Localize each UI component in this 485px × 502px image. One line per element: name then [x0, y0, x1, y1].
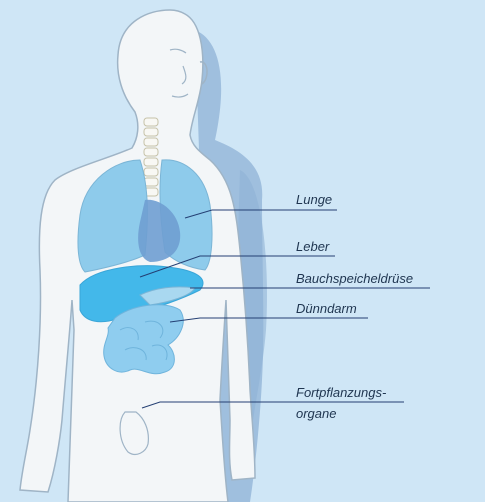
- label-duenndarm: Dünndarm: [296, 300, 357, 317]
- label-fortpflanzung-line1: Fortpflanzungs-: [296, 384, 386, 401]
- label-fortpflanzung-line2: organe: [296, 405, 336, 422]
- label-bauchspeicheldruese: Bauchspeicheldrüse: [296, 270, 413, 287]
- label-lunge: Lunge: [296, 191, 332, 208]
- label-leber: Leber: [296, 238, 329, 255]
